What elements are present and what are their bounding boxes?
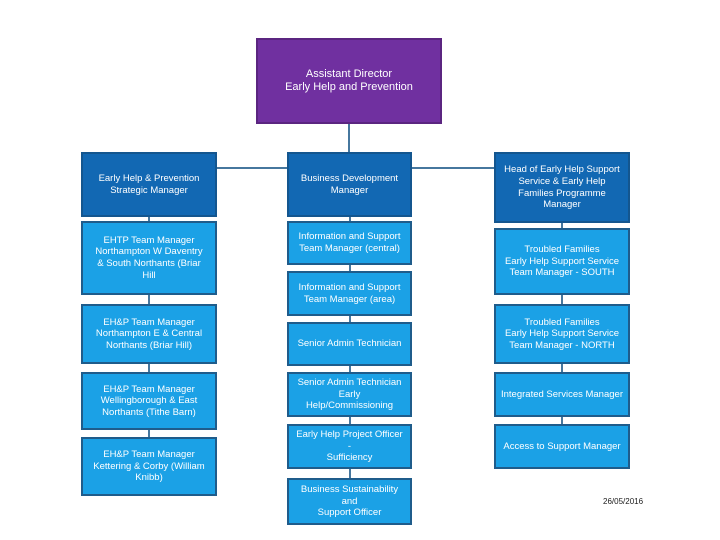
node-column-early-help-support-service-4[interactable]: Access to Support Manager (494, 424, 630, 469)
connector-column-early-help-support-service-link-2 (561, 295, 563, 304)
node-label: Access to Support Manager (503, 440, 621, 452)
node-column-business-development-1[interactable]: Information and Support Team Manager (ce… (287, 221, 412, 265)
node-label: Information and Support Team Manager (ce… (298, 231, 401, 254)
connector-column-business-development-link-1 (348, 217, 351, 221)
connector-column-early-help-support-service-link-3 (561, 364, 563, 372)
node-column-early-help-prevention-4[interactable]: EH&P Team Manager Kettering & Corby (Wil… (81, 437, 217, 496)
node-column-business-development-0[interactable]: Business Development Manager (287, 152, 412, 217)
node-column-early-help-support-service-2[interactable]: Troubled Families Early Help Support Ser… (494, 304, 630, 364)
node-label: Assistant Director Early Help and Preven… (285, 67, 413, 93)
node-column-early-help-prevention-1[interactable]: EHTP Team Manager Northampton W Daventry… (81, 221, 217, 295)
node-column-business-development-6[interactable]: Business Sustainability and Support Offi… (287, 478, 412, 525)
node-label: EH&P Team Manager Kettering & Corby (Wil… (93, 449, 205, 484)
node-label: Early Help & Prevention Strategic Manage… (98, 172, 200, 196)
node-column-early-help-support-service-1[interactable]: Troubled Families Early Help Support Ser… (494, 228, 630, 295)
connector-column-business-development-link-6 (348, 469, 351, 478)
node-label: Early Help Project Officer - Sufficiency (296, 429, 403, 464)
connector-column-early-help-prevention-link-2 (148, 295, 150, 304)
node-column-business-development-4[interactable]: Senior Admin Technician Early Help/Commi… (287, 372, 412, 417)
connector-column-business-development-link-3 (348, 316, 351, 322)
connector-column-early-help-support-service-link-1 (561, 223, 563, 228)
node-label: Head of Early Help Support Service & Ear… (504, 164, 620, 211)
connector-column-early-help-prevention-link-4 (148, 430, 150, 437)
node-column-early-help-prevention-2[interactable]: EH&P Team Manager Northampton E & Centra… (81, 304, 217, 364)
node-label: Troubled Families Early Help Support Ser… (504, 316, 620, 351)
node-column-business-development-2[interactable]: Information and Support Team Manager (ar… (287, 271, 412, 316)
connector-root-drop (348, 124, 350, 169)
node-column-business-development-3[interactable]: Senior Admin Technician (287, 322, 412, 366)
node-column-business-development-5[interactable]: Early Help Project Officer - Sufficiency (287, 424, 412, 469)
connector-column-business-development-link-4 (348, 366, 351, 372)
node-label: EH&P Team Manager Wellingborough & East … (100, 383, 198, 418)
connector-column-early-help-support-service-link-4 (561, 417, 563, 424)
node-label: Business Development Manager (300, 172, 399, 196)
node-label: EH&P Team Manager Northampton E & Centra… (95, 316, 203, 351)
date-stamp: 26/05/2016 (603, 497, 644, 506)
node-assistant-director[interactable]: Assistant Director Early Help and Preven… (256, 38, 442, 124)
node-label: Integrated Services Manager (501, 388, 623, 400)
node-column-early-help-support-service-0[interactable]: Head of Early Help Support Service & Ear… (494, 152, 630, 223)
node-label: Business Sustainability and Support Offi… (300, 484, 399, 519)
node-label: Information and Support Team Manager (ar… (298, 281, 401, 305)
node-column-early-help-support-service-3[interactable]: Integrated Services Manager (494, 372, 630, 417)
node-column-early-help-prevention-3[interactable]: EH&P Team Manager Wellingborough & East … (81, 372, 217, 430)
node-column-early-help-prevention-0[interactable]: Early Help & Prevention Strategic Manage… (81, 152, 217, 217)
connector-column-business-development-link-5 (348, 417, 351, 424)
node-label: Troubled Families Early Help Support Ser… (504, 244, 620, 279)
node-label: Senior Admin Technician (297, 338, 402, 350)
node-label: EHTP Team Manager Northampton W Daventry… (95, 234, 203, 281)
node-label: Senior Admin Technician Early Help/Commi… (297, 377, 402, 412)
connector-column-early-help-prevention-link-1 (148, 217, 150, 221)
connector-column-business-development-link-2 (348, 265, 351, 271)
connector-column-early-help-prevention-link-3 (148, 364, 150, 372)
